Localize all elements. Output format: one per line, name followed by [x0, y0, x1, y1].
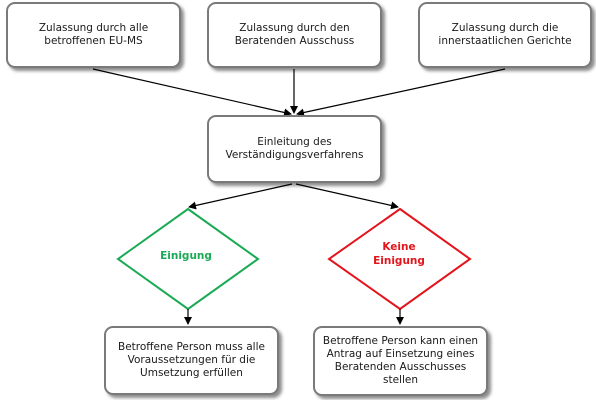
initiation-text: Einleitung des Verständigungsverfahrens — [225, 136, 364, 161]
approval-member-states-box: Zulassung durch alle betroffenen EU-MS — [6, 2, 181, 68]
outcome-no-agreement-text: Betroffene Person kann einen Antrag auf … — [322, 335, 479, 386]
approval-advisory-committee-text: Zulassung durch den Beratenden Ausschuss — [234, 22, 355, 47]
arrow-initiation-to-agreement — [188, 183, 293, 210]
approval-national-courts-text: Zulassung durch die innerstaatlichen Ger… — [438, 22, 572, 47]
agreement-label: Einigung — [160, 250, 212, 262]
outcome-no-agreement-box: Betroffene Person kann einen Antrag auf … — [313, 326, 488, 396]
approval-advisory-committee-box: Zulassung durch den Beratenden Ausschuss — [207, 2, 382, 68]
arrow-member-states-to-initiation — [92, 68, 292, 117]
outcome-agreement-text: Betroffene Person muss alle Voraussetzun… — [118, 341, 265, 379]
approval-national-courts-box: Zulassung durch die innerstaatlichen Ger… — [418, 2, 592, 68]
approval-member-states-text: Zulassung durch alle betroffenen EU-MS — [38, 22, 149, 47]
arrow-initiation-to-no-agreement — [295, 183, 399, 210]
outcome-agreement-box: Betroffene Person muss alle Voraussetzun… — [104, 326, 279, 395]
initiation-box: Einleitung des Verständigungsverfahrens — [207, 115, 382, 183]
arrow-national-courts-to-initiation — [296, 68, 506, 117]
no-agreement-label: Keine Einigung — [373, 241, 425, 267]
